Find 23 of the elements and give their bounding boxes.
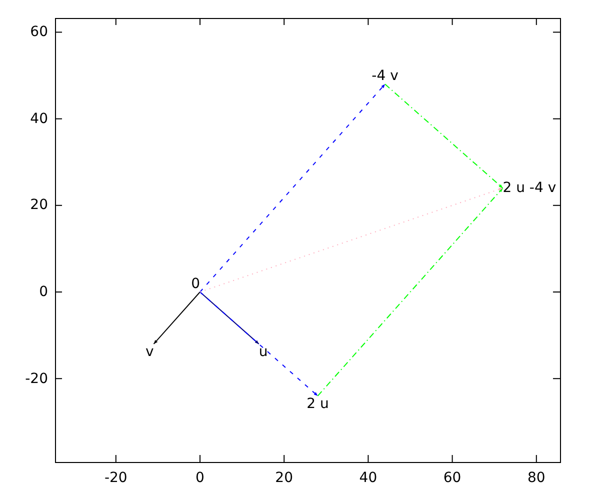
- tick-label: -20: [104, 470, 128, 486]
- tick-label: 40: [30, 110, 48, 127]
- tick-label: 60: [443, 470, 462, 486]
- tick-label: 60: [30, 24, 48, 40]
- tick-label: 80: [527, 470, 546, 486]
- tick-label: 20: [30, 197, 48, 214]
- tick-label: 0: [196, 470, 204, 486]
- tick-label: 40: [359, 470, 378, 486]
- point-label: u: [258, 344, 268, 360]
- vector-arrow: [384, 84, 504, 189]
- tick-label: 0: [39, 284, 48, 300]
- point-label: v: [145, 344, 154, 360]
- vector-arrow: [200, 188, 504, 292]
- vector-arrow: [200, 292, 318, 396]
- point-label: 0: [191, 276, 200, 292]
- point-label: 2 u -4 v: [502, 180, 556, 196]
- point-label: -4 v: [372, 68, 398, 84]
- vector-arrow: [317, 188, 504, 396]
- vector-arrow: [200, 84, 386, 292]
- tick-label: 20: [275, 470, 293, 486]
- tick-label: -20: [25, 370, 48, 387]
- vector-arrow: [153, 292, 200, 344]
- point-label: 2 u: [306, 396, 329, 412]
